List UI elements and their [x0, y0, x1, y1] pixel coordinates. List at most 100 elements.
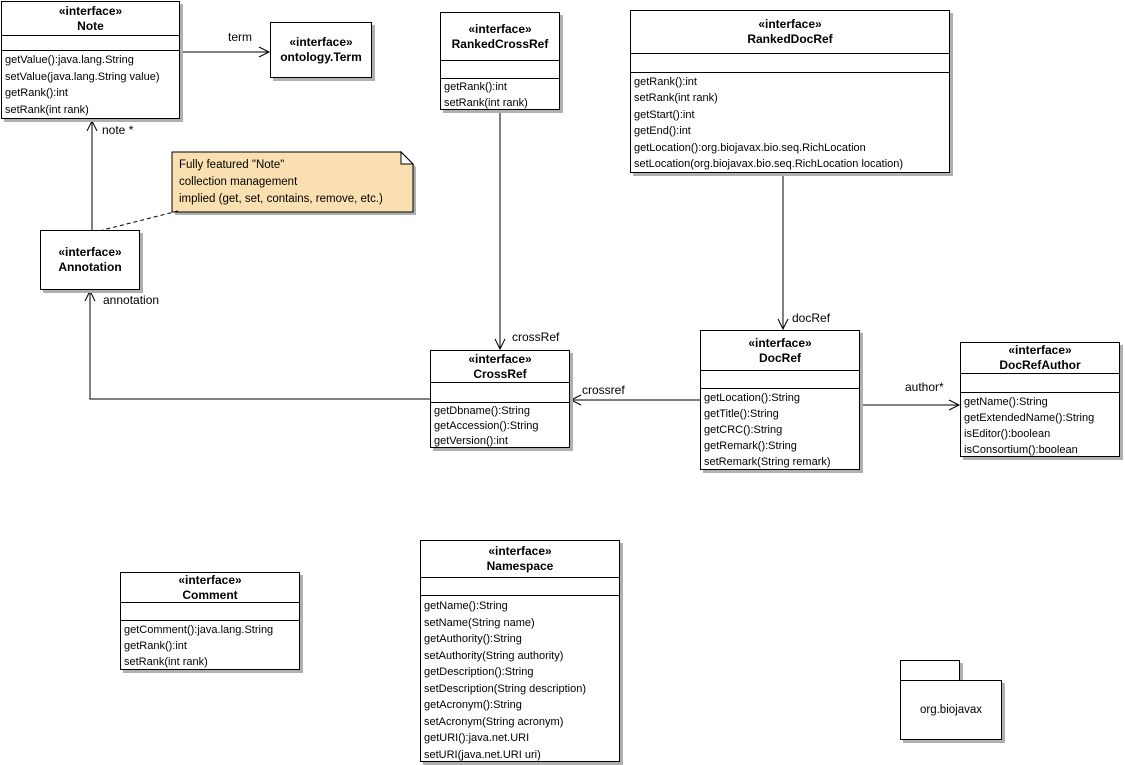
method-label: getDbname():String [434, 405, 530, 417]
method-label: setName(String name) [424, 616, 535, 629]
method-label: getComment():java.lang.String [124, 624, 274, 636]
stereotype-label: «interface» [1008, 343, 1072, 357]
arrowhead-annotation [84, 289, 96, 302]
class-header: «interface» ontology.Term [271, 23, 371, 77]
method-label: isEditor():boolean [964, 428, 1051, 440]
stereotype-label: «interface» [58, 3, 123, 18]
class-name: Note [77, 18, 104, 33]
method-label: getDescription():String [424, 666, 534, 678]
association-rankeddocref-docref [777, 173, 789, 331]
attributes-compartment [2, 36, 179, 51]
method-label: setRank(int rank) [5, 103, 89, 116]
method-label: getEnd():int [634, 125, 691, 138]
package-name-label: org.biojavax [919, 704, 982, 716]
method-label: getName():String [964, 396, 1048, 408]
method-label: setRemark(String remark) [704, 456, 831, 468]
interface-comment: «interface» Comment getComment():java.la… [120, 572, 300, 670]
uml-note: Fully featured "Note" collection managem… [172, 152, 413, 212]
association-crossref-annotation [89, 291, 430, 400]
operations-compartment: getLocation():String getTitle():String g… [701, 389, 859, 470]
method-label: setAcronym(String acronym) [424, 715, 564, 728]
interface-docrefauthor: «interface» DocRefAuthor getName():Strin… [960, 342, 1120, 457]
association-rankedcrossref-crossref [494, 110, 506, 351]
package-org-biojavax: org.biojavax [900, 680, 1002, 740]
interface-annotation: «interface» Annotation [40, 230, 140, 290]
attributes-compartment [121, 603, 299, 621]
stereotype-label: «interface» [178, 572, 242, 587]
class-header: «interface» Namespace [421, 541, 619, 578]
method-label: setRank(int rank) [124, 656, 208, 668]
interface-rankedcrossref: «interface» RankedCrossRef getRank():int… [440, 12, 560, 110]
method-label: getLocation():org.biojavax.bio.seq.RichL… [634, 141, 866, 154]
method-label: setLocation(org.biojavax.bio.seq.RichLoc… [634, 157, 904, 170]
method-label: getExtendedName():String [964, 412, 1095, 424]
class-name: Comment [182, 587, 238, 602]
attributes-compartment [961, 374, 1119, 393]
stereotype-label: «interface» [748, 335, 812, 350]
edge-label-crossref-upper: crossRef [512, 330, 560, 344]
method-label: getRemark():String [704, 440, 797, 452]
attributes-compartment [431, 383, 569, 403]
operations-compartment: getName():String setName(String name) ge… [421, 596, 619, 763]
method-label: getRank():int [444, 81, 507, 93]
operations-compartment: getRank():int setRank(int rank) getStart… [631, 73, 949, 172]
class-name: DocRefAuthor [999, 358, 1081, 372]
class-header: «interface» DocRefAuthor [961, 343, 1119, 374]
method-label: getRank():int [124, 640, 187, 652]
class-name: DocRef [758, 350, 801, 365]
method-label: setRank(int rank) [444, 96, 528, 109]
method-label: setValue(java.lang.String value) [5, 70, 160, 83]
method-label: getTitle():String [704, 408, 779, 420]
class-name: RankedDocRef [747, 32, 833, 46]
edge-label-annotation: annotation [103, 293, 160, 307]
method-label: getName():String [424, 600, 508, 612]
class-name: CrossRef [473, 366, 527, 381]
class-name: ontology.Term [280, 50, 362, 64]
interface-ontology-term: «interface» ontology.Term [270, 22, 372, 78]
method-label: getURI():java.net.URI [424, 732, 530, 744]
stereotype-label: «interface» [758, 17, 822, 31]
interface-docref: «interface» DocRef getLocation():String … [700, 330, 860, 470]
method-label: setURI(java.net.URI uri) [424, 748, 541, 761]
method-label: getCRC():String [704, 424, 783, 436]
association-docref-docrefauthor [860, 399, 961, 411]
note-line: collection management [179, 176, 298, 188]
edge-label-author: author* [905, 380, 944, 394]
class-header: «interface» RankedCrossRef [441, 13, 559, 61]
method-label: getValue():java.lang.String [5, 54, 134, 66]
operations-compartment: getDbname():String getAccession():String… [431, 403, 569, 449]
note-line: implied (get, set, contains, remove, etc… [179, 193, 383, 205]
method-label: getAcronym():String [424, 699, 522, 711]
stereotype-label: «interface» [488, 544, 552, 558]
arrowhead-note [86, 119, 98, 132]
edge-label-term: term [228, 30, 252, 44]
edge-label-crossref-side: crossref [582, 383, 625, 397]
class-header: «interface» Annotation [41, 231, 139, 289]
attributes-compartment [631, 54, 949, 73]
stereotype-label: «interface» [289, 35, 353, 49]
method-label: getAuthority():String [424, 633, 522, 645]
attributes-compartment [421, 578, 619, 596]
interface-crossref: «interface» CrossRef getDbname():String … [430, 350, 570, 448]
class-header: «interface» Comment [121, 573, 299, 603]
stereotype-label: «interface» [468, 351, 532, 366]
class-name: Annotation [58, 260, 122, 274]
interface-namespace: «interface» Namespace getName():String s… [420, 540, 620, 762]
edge-label-note: note * [102, 123, 134, 137]
method-label: getAccession():String [434, 420, 539, 432]
package-tab [900, 660, 960, 681]
operations-compartment: getRank():int setRank(int rank) [441, 79, 559, 111]
stereotype-label: «interface» [58, 245, 122, 259]
class-header: «interface» Note [2, 2, 179, 36]
method-label: getRank():int [634, 76, 697, 88]
class-header: «interface» CrossRef [431, 351, 569, 383]
operations-compartment: getName():String getExtendedName():Strin… [961, 393, 1119, 458]
note-anchor-dashed-line [94, 210, 179, 233]
method-label: getRank():int [5, 87, 68, 99]
interface-note: «interface» Note getValue():java.lang.St… [1, 1, 180, 119]
interface-rankeddocref: «interface» RankedDocRef getRank():int s… [630, 10, 950, 173]
class-header: «interface» RankedDocRef [631, 11, 949, 54]
operations-compartment: getComment():java.lang.String getRank():… [121, 621, 299, 670]
method-label: getStart():int [634, 108, 695, 121]
